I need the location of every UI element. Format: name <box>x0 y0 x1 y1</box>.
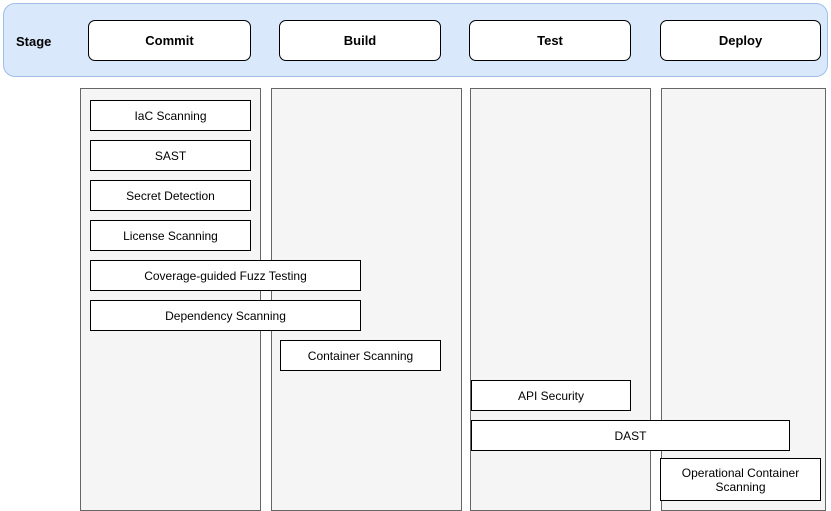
stage-box-build[interactable]: Build <box>279 20 441 61</box>
practice-box-label: Dependency Scanning <box>165 308 286 323</box>
practice-box-label: API Security <box>517 388 585 403</box>
practice-box-label: Operational Container Scanning <box>681 465 800 494</box>
practice-box-label: DAST <box>614 428 647 443</box>
stage-box-label: Test <box>537 33 563 48</box>
practice-box-container-scanning[interactable]: Container Scanning <box>280 340 441 371</box>
stage-box-deploy[interactable]: Deploy <box>660 20 821 61</box>
stage-box-label: Commit <box>145 33 194 48</box>
stage-box-test[interactable]: Test <box>469 20 631 61</box>
stage-box-commit[interactable]: Commit <box>88 20 251 61</box>
practice-box-dependency-scanning[interactable]: Dependency Scanning <box>90 300 361 331</box>
stage-banner-label: Stage <box>16 34 52 49</box>
practice-box-operational-container-scanning[interactable]: Operational Container Scanning <box>660 458 821 501</box>
practice-box-iac-scanning[interactable]: IaC Scanning <box>90 100 251 131</box>
practice-box-label: Coverage-guided Fuzz Testing <box>144 268 307 283</box>
practice-box-label: Secret Detection <box>126 188 215 203</box>
stage-box-label: Deploy <box>718 33 763 48</box>
practice-box-dast[interactable]: DAST <box>471 420 790 451</box>
practice-box-label: Container Scanning <box>307 348 414 363</box>
practice-box-api-security[interactable]: API Security <box>471 380 631 411</box>
practice-box-sast[interactable]: SAST <box>90 140 251 171</box>
practice-box-coverage-guided-fuzz-testing[interactable]: Coverage-guided Fuzz Testing <box>90 260 361 291</box>
practice-box-label: IaC Scanning <box>134 108 207 123</box>
practice-box-secret-detection[interactable]: Secret Detection <box>90 180 251 211</box>
stage-box-label: Build <box>343 33 377 48</box>
build-column <box>271 88 462 511</box>
practice-box-label: SAST <box>154 148 187 163</box>
practice-box-label: License Scanning <box>123 228 218 243</box>
practice-box-license-scanning[interactable]: License Scanning <box>90 220 251 251</box>
